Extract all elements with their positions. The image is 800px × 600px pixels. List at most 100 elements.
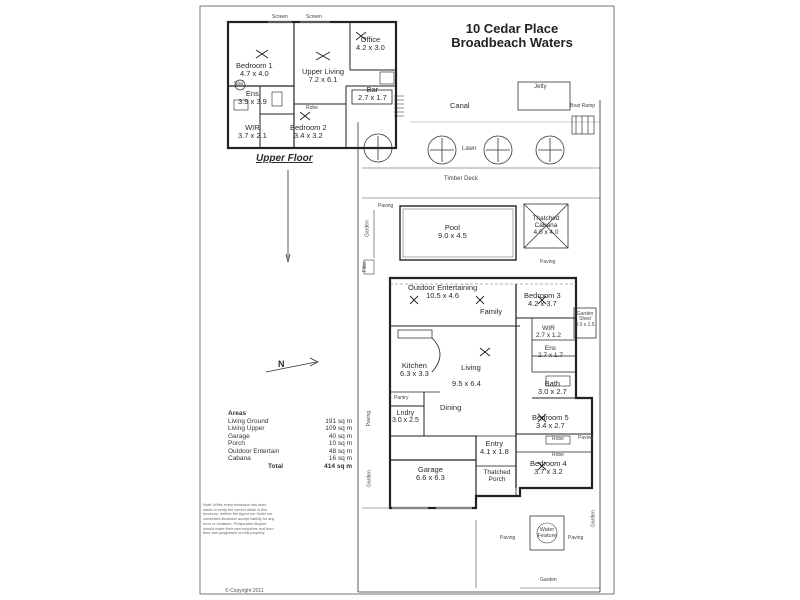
upper-bedroom1-size: 4.7 x 4.0 xyxy=(239,68,269,78)
cabana-label: Thatched Cabana 4.0 x 4.0 xyxy=(526,215,566,236)
outdoor-entertaining-size: 10.5 x 4.6 xyxy=(426,290,460,300)
ground-ens-label: Ens 2.7 x 1.7 xyxy=(538,345,563,360)
upper-living-size: 7.2 x 6.1 xyxy=(308,74,338,84)
north-arrow xyxy=(265,357,319,373)
upper-floor-leader xyxy=(285,170,291,263)
upper-robe-label: Robe xyxy=(306,105,318,111)
ground-floor-plan xyxy=(388,276,594,510)
outdoor-entertaining-label: Outdoor Entertaining 10.5 x 4.6 xyxy=(408,284,477,300)
upper-wir-label: WIR 3.7 x 2.1 xyxy=(238,124,267,140)
jetty-label: Jetty xyxy=(534,84,547,90)
areas-row-name: Living Upper xyxy=(228,425,265,433)
areas-row-value: 40 sq m xyxy=(328,432,352,440)
areas-row: Porch 10 sq m xyxy=(228,440,352,447)
page-border xyxy=(199,5,615,595)
garden-shed-label: Garden Shed 3.0 x 1.5 xyxy=(574,311,596,328)
bath-size: 3.0 x 2.7 xyxy=(538,386,567,396)
garage-name: Garage xyxy=(417,465,443,474)
upper-bedroom2-size: 3.4 x 3.2 xyxy=(293,130,323,140)
title-street: 10 Cedar Place xyxy=(465,21,559,36)
paving-right-label: Paving xyxy=(540,259,556,265)
areas-row-name: Porch xyxy=(228,440,245,448)
entry-label: Entry 4.1 x 1.8 xyxy=(480,440,509,456)
title-suburb: Broadbeach Waters xyxy=(451,34,573,50)
office-label: Office 4.2 x 3.0 xyxy=(356,36,385,52)
upper-floor-heading: Upper Floor xyxy=(256,153,313,164)
bedroom4-label: Bedroom 4 3.7 x 3.2 xyxy=(530,460,567,476)
ground-ens-name: Ens xyxy=(544,345,557,352)
areas-row: Outdoor Entertain 48 sq m xyxy=(228,448,352,455)
water-feature xyxy=(529,515,565,551)
copyright-text: © Copyright 2011 xyxy=(225,588,264,594)
areas-row-value: 48 sq m xyxy=(328,447,352,455)
entry-size: 4.1 x 1.8 xyxy=(480,446,509,456)
upper-ens-size: 3.9 x 3.9 xyxy=(238,96,267,106)
kitchen-label: Kitchen 6.3 x 3.3 xyxy=(400,362,429,378)
bedroom5-size: 3.4 x 2.7 xyxy=(535,420,565,430)
ground-robe-4-label: Robe xyxy=(552,452,564,458)
garage-label: Garage 6.6 x 6.3 xyxy=(416,466,445,482)
pool-size: 9.0 x 4.5 xyxy=(438,230,467,240)
property-title: 10 Cedar Place Broadbeach Waters xyxy=(444,22,580,49)
bath-name: Bath xyxy=(544,379,561,388)
ground-robe-5-label: Robe xyxy=(552,436,564,442)
lawn-trees xyxy=(363,133,565,165)
water-feature-label: Water Feature xyxy=(537,527,557,539)
bath-label: Bath 3.0 x 2.7 xyxy=(538,380,567,396)
areas-row-value: 10 sq m xyxy=(328,440,352,448)
filter-label: Filter xyxy=(361,261,368,273)
ground-wir-name: WIR xyxy=(542,325,555,332)
office-name: Office xyxy=(360,35,381,44)
upper-ens-name: Ens xyxy=(245,89,259,98)
living-label: Living 9.5 x 6.4 xyxy=(452,364,481,388)
paving-side-label: Paving xyxy=(578,435,594,441)
disclaimer-note: Note: While every endeavor has been made… xyxy=(203,503,275,536)
paving-top-label: Paving xyxy=(378,203,394,209)
upper-living-label: Upper Living 7.2 x 6.1 xyxy=(302,68,344,84)
ground-wir-size: 2.7 x 1.2 xyxy=(536,331,561,339)
garden-bottom-label: Garden xyxy=(540,577,557,583)
bedroom5-name: Bedroom 5 xyxy=(532,413,569,422)
upper-ens-label: Ens 3.9 x 3.9 xyxy=(238,90,267,106)
garden-right-label: Garden xyxy=(590,510,597,527)
screen-left-label: Screen xyxy=(272,14,288,20)
garage-size: 6.6 x 6.3 xyxy=(416,472,445,482)
spa-label: Spa xyxy=(234,81,243,87)
upper-living-name: Upper Living xyxy=(302,67,345,76)
laundry-size: 3.0 x 2.5 xyxy=(392,417,419,425)
pool-outline xyxy=(399,205,517,261)
areas-row: Living Upper 109 sq m xyxy=(228,425,352,432)
cabana-name: Thatched Cabana xyxy=(532,215,560,229)
garden-left-label: Garden xyxy=(364,220,371,237)
garden-front-left-label: Garden xyxy=(366,470,373,487)
upper-bedroom1-name: Bedroom 1 xyxy=(236,61,273,70)
pool-name: Pool xyxy=(444,223,460,232)
areas-row-name: Outdoor Entertain xyxy=(228,447,280,455)
boat-ramp xyxy=(571,115,595,135)
pantry-label: Pantry xyxy=(394,395,409,401)
timber-deck xyxy=(362,167,600,199)
pool-label: Pool 9.0 x 4.5 xyxy=(438,224,467,240)
cabana-size: 4.0 x 4.0 xyxy=(533,228,559,236)
laundry-label: Lndry 3.0 x 2.5 xyxy=(392,410,419,425)
upper-floor-plan xyxy=(226,20,404,150)
upper-bedroom1-label: Bedroom 1 4.7 x 4.0 xyxy=(236,62,273,78)
garden-shed-size: 3.0 x 1.5 xyxy=(575,321,595,328)
pool-filter xyxy=(363,259,375,275)
bedroom3-name: Bedroom 3 xyxy=(524,291,561,300)
laundry-name: Lndry xyxy=(396,410,415,417)
upper-wir-name: WIR xyxy=(245,123,260,132)
north-label: N xyxy=(278,359,285,369)
areas-row-value: 109 sq m xyxy=(325,425,352,433)
porch-label: Thatched Porch xyxy=(483,469,511,483)
areas-row-name: Living Ground xyxy=(228,418,269,425)
canal-label: Canal xyxy=(450,101,470,110)
cabana xyxy=(523,203,569,249)
bar-size: 2.7 x 1.7 xyxy=(358,92,387,102)
